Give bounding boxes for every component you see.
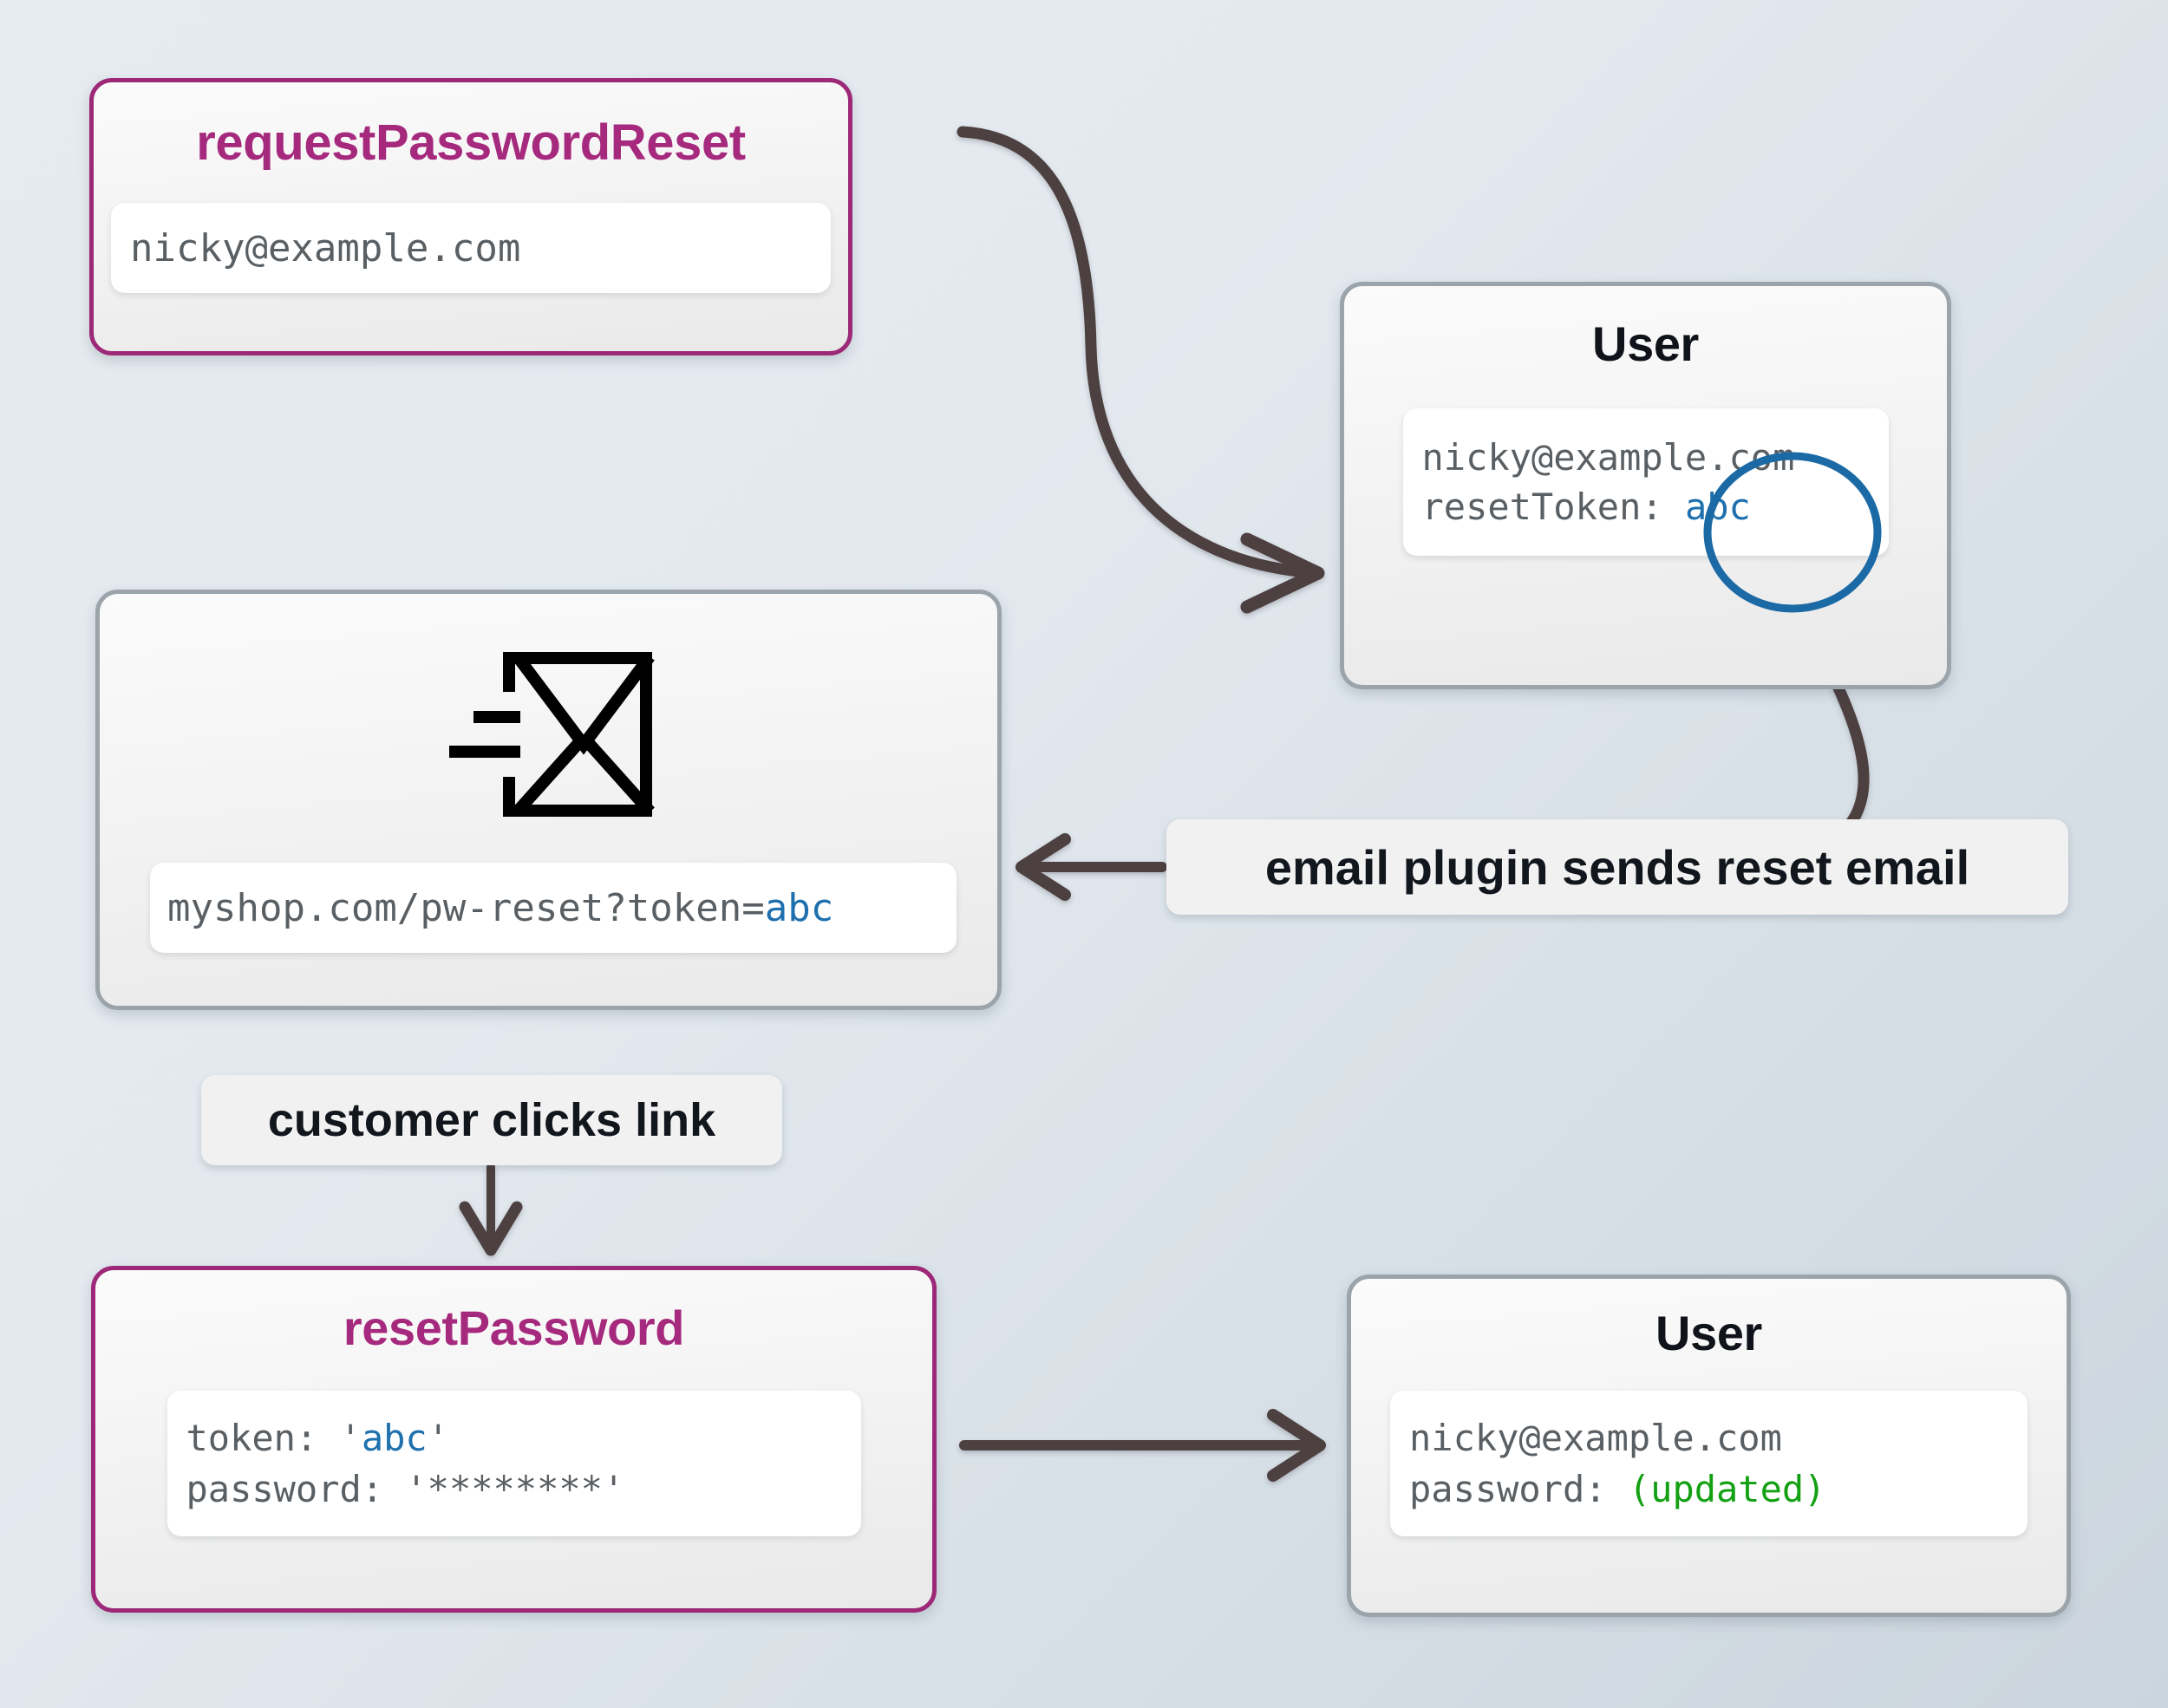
field-email: nicky@example.com <box>1421 436 1795 479</box>
panel-email-link: myshop.com/pw-reset?token=abc <box>150 863 957 953</box>
field-token-quote-close: ' <box>427 1417 449 1459</box>
node-title-user-top: User <box>1592 316 1699 371</box>
panel-user-top-fields: nicky@example.com resetToken: abc <box>1402 408 1889 613</box>
field-token-quote-open: ' <box>339 1417 362 1459</box>
node-user-bottom[interactable]: User nicky@example.com password: (update… <box>1347 1274 2071 1617</box>
field-email: nicky@example.com <box>1409 1417 1782 1459</box>
panel-reset-fields: token: 'abc' password: '********' <box>167 1391 861 1536</box>
field-token-label: token: <box>186 1417 340 1459</box>
node-request-password-reset[interactable]: requestPasswordReset nicky@example.com <box>89 78 852 355</box>
field-password: password: '********' <box>186 1468 842 1510</box>
node-title-reset-password: resetPassword <box>343 1301 685 1355</box>
field-password-value: '********' <box>405 1468 625 1510</box>
edge-label-email-plugin: email plugin sends reset email <box>1166 819 2068 915</box>
edge-label-customer-clicks-link: customer clicks link <box>201 1075 782 1165</box>
field-token: token: 'abc' <box>186 1417 842 1459</box>
field-email: nicky@example.com <box>130 225 521 271</box>
field-password-label: password: <box>186 1468 406 1510</box>
panel-request-fields: nicky@example.com <box>111 203 831 293</box>
field-password: password: (updated) <box>1409 1468 2008 1510</box>
edge-request-to-user <box>957 126 1325 614</box>
field-token-value: abc <box>361 1417 428 1459</box>
panel-user-bottom-fields: nicky@example.com password: (updated) <box>1390 1391 2028 1536</box>
field-reset-token-label: resetToken: <box>1421 486 1685 528</box>
field-reset-token: resetToken: abc <box>1422 486 1870 528</box>
node-user-top[interactable]: User nicky@example.com resetToken: abc <box>1340 282 1951 689</box>
edge-label-to-reset <box>459 1163 523 1256</box>
field-reset-link-token: abc <box>764 885 834 930</box>
field-reset-link-base: myshop.com/pw-reset?token= <box>167 885 765 930</box>
edge-reset-to-user <box>959 1409 1326 1482</box>
field-password-value: (updated) <box>1628 1468 1826 1510</box>
edge-plugin-to-email <box>1015 833 1167 901</box>
node-email-message[interactable]: myshop.com/pw-reset?token=abc <box>95 590 1002 1010</box>
token-highlight-circle-icon <box>1703 452 1881 613</box>
node-reset-password[interactable]: resetPassword token: 'abc' password: '**… <box>91 1266 937 1613</box>
field-reset-link: myshop.com/pw-reset?token=abc <box>167 886 939 930</box>
node-title-request-password-reset: requestPasswordReset <box>196 114 746 171</box>
node-title-user-bottom: User <box>1655 1306 1762 1360</box>
field-password-label: password: <box>1409 1468 1629 1510</box>
envelope-send-icon <box>448 652 655 817</box>
